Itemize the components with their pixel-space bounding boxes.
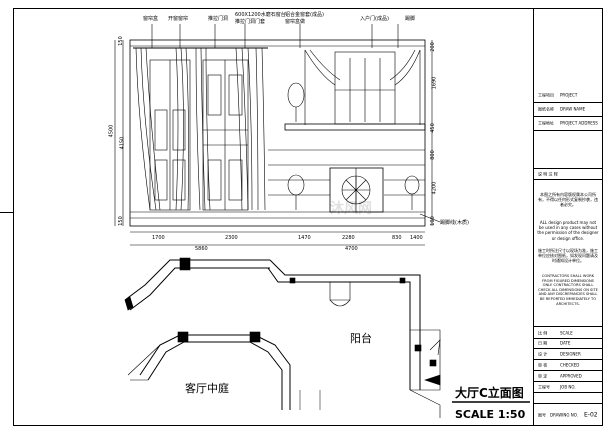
room-label-balcony: 阳台 xyxy=(350,332,372,345)
dim-right-3: 450 xyxy=(429,123,436,133)
annotation-stone-sill: 600X1200水磨石窗台 xyxy=(235,12,286,18)
annotation-skirting-wood: 踢脚线(木质) xyxy=(440,220,469,226)
dim-right-6: 100 xyxy=(429,216,436,226)
dim-bottom-5: 830 xyxy=(392,235,402,241)
tb-label-en: APPROVED xyxy=(560,373,582,378)
tb-label: 日 期 xyxy=(538,340,548,345)
note-en-site: CONTRACTORS SHALL WORK FROM FIGURED DIME… xyxy=(538,274,598,306)
tb-label-en: PROJECT xyxy=(560,92,578,98)
dim-bottom-total-left: 5860 xyxy=(195,246,208,252)
dim-bottom-4: 2280 xyxy=(342,235,355,241)
sheet-margin-tick xyxy=(0,212,13,213)
room-label-living: 客厅中庭 xyxy=(185,382,229,395)
notes-heading: 说 明 注 释 xyxy=(538,171,558,177)
tb-row-scale: 比 例 SCALE xyxy=(534,326,603,339)
note-cn-site: 施工时所注尺寸以现场为准，施工单位应核对图纸，如发现问题请及时通知设计单位。 xyxy=(538,248,598,264)
dim-left-3: 150 xyxy=(117,216,124,226)
tb-label-en: CHECKED xyxy=(560,362,580,367)
tb-row-designer: 设 计 DESIGNER xyxy=(534,348,603,360)
drawing-title: 大厅C立面图 xyxy=(455,386,524,400)
annotation-sliding-door: 推拉门洞 xyxy=(208,16,229,22)
tb-label-en: SCALE xyxy=(560,330,573,335)
dim-bottom-total-right: 4700 xyxy=(345,246,358,252)
annotation-window-frame: 铝合金窗套(成品) xyxy=(285,12,324,18)
dim-left-2: 4150 xyxy=(119,136,126,150)
drawing-border xyxy=(13,8,603,426)
tb-row-date: 日 期 DATE xyxy=(534,337,603,349)
tb-label-en: JOB NO. xyxy=(560,384,576,389)
tb-row-address: 工程地址 PROJECT ADDRESS xyxy=(534,116,603,131)
dim-right-1: 200 xyxy=(429,42,436,52)
tb-row-checked: 审 核 CHECKED xyxy=(534,359,603,371)
note-cn-copyright: 本图之所有内容版权属本公司所有，不得以任何形式复制抄袭，违者必究。 xyxy=(538,192,598,208)
drawing-number: E-02 xyxy=(584,411,598,419)
dim-right-4: 800 xyxy=(429,150,436,160)
tb-row-drawingno: 图号 DRAWING NO. E-02 xyxy=(534,403,603,426)
drawing-scale: SCALE 1:50 xyxy=(455,408,526,421)
dim-left-total: 4500 xyxy=(108,124,115,138)
tb-row-approved: 审 定 APPROVED xyxy=(534,370,603,382)
tb-label-en: DATE xyxy=(560,340,571,345)
tb-label: 图纸名称 xyxy=(538,106,554,112)
tb-label-en: DRAW NAME xyxy=(560,106,586,112)
annotation-curtain-box: 窗帘盒 xyxy=(143,16,159,22)
dim-right-5: 4200 xyxy=(431,181,438,195)
tb-row-drawname: 图纸名称 DRAW NAME xyxy=(534,102,603,117)
tb-row-jobno: 工程号 JOB NO. xyxy=(534,381,603,393)
dim-bottom-2: 2300 xyxy=(225,235,238,241)
dim-right-2: 1690 xyxy=(431,76,438,90)
watermark-text: 沐风网 xyxy=(330,201,372,217)
dim-bottom-6: 1400 xyxy=(410,235,423,241)
tb-label: 审 定 xyxy=(538,373,548,378)
tb-label: 比 例 xyxy=(538,330,548,335)
tb-label: 工程项目 xyxy=(538,92,554,98)
annotation-door-frame: 推拉门洞门套 xyxy=(235,19,266,25)
dim-left-1: 150 xyxy=(117,36,124,46)
tb-label-en: PROJECT ADDRESS xyxy=(560,120,598,126)
tb-notes-heading: 说 明 注 释 xyxy=(534,168,603,180)
tb-label: 审 核 xyxy=(538,362,548,367)
tb-label: 工程号 xyxy=(538,384,550,389)
title-block: 工程项目 PROJECT 图纸名称 DRAW NAME 工程地址 PROJECT… xyxy=(533,8,603,426)
annotation-skirting: 踢脚 xyxy=(405,16,416,22)
annotation-open-curtain: 开窗窗帘 xyxy=(168,16,189,22)
tb-label: 工程地址 xyxy=(538,120,554,126)
dim-bottom-1: 1700 xyxy=(152,235,165,241)
tb-row-project: 工程项目 PROJECT xyxy=(534,88,603,103)
tb-label-en: DESIGNER xyxy=(560,351,581,356)
tb-label-en: DRAWING NO. xyxy=(550,412,578,418)
tb-label: 设 计 xyxy=(538,351,548,356)
annotation-entry-door: 入户门(成品) xyxy=(360,16,389,22)
note-en-copyright: ALL design product may not be used in an… xyxy=(537,220,599,241)
annotation-curtain-box-2: 窗帘盒做 xyxy=(285,19,306,25)
tb-label: 图号 xyxy=(538,412,546,418)
dim-bottom-3: 1470 xyxy=(298,235,311,241)
